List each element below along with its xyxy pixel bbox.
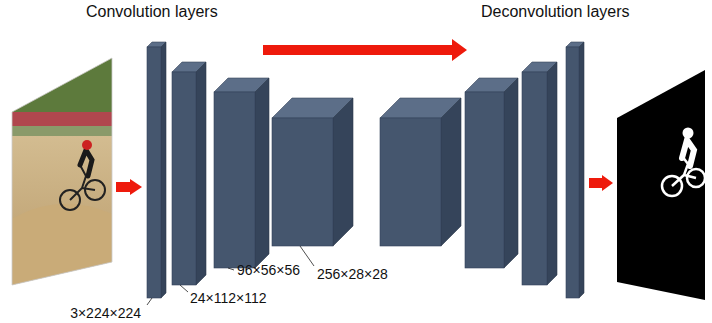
layer-block (272, 98, 353, 246)
input-photo (10, 50, 115, 290)
layer-blocks (147, 42, 584, 298)
photo-mound (10, 204, 115, 290)
photo-track (10, 112, 115, 126)
block-front (380, 118, 441, 246)
photo-grass (10, 126, 115, 136)
dimension-label: 3×224×224 (70, 305, 141, 321)
flow-arrow (116, 179, 142, 195)
photo-trees (10, 50, 115, 115)
mask-head (683, 128, 694, 139)
block-side (161, 42, 166, 298)
layer-block (214, 78, 269, 268)
layer-block (522, 62, 557, 285)
block-side (504, 78, 518, 268)
section-heading: Deconvolution layers (481, 3, 630, 21)
leader-line (147, 298, 152, 305)
block-side (579, 42, 584, 298)
block-front (566, 47, 579, 298)
leader-line (300, 246, 314, 266)
layer-block (380, 98, 461, 246)
output-mask (617, 70, 705, 300)
photo-helmet (82, 140, 92, 150)
red-arrows (116, 39, 613, 195)
block-side (441, 98, 461, 246)
section-heading: Convolution layers (86, 3, 218, 21)
block-front (172, 72, 196, 285)
dimension-label: 96×56×56 (237, 262, 300, 278)
dimension-label: 256×28×28 (317, 266, 388, 282)
photo-sand (10, 50, 115, 290)
mask-rider (682, 140, 694, 166)
block-front (272, 118, 333, 246)
mask-ground (617, 70, 705, 300)
block-side (255, 78, 269, 268)
block-front (214, 92, 255, 268)
leader-line (228, 268, 234, 270)
block-side (333, 98, 353, 246)
dimension-label: 24×112×112 (190, 290, 267, 306)
block-front (522, 72, 547, 285)
layer-block (147, 42, 166, 298)
leader-line (180, 285, 188, 292)
flow-arrow (263, 39, 467, 61)
layer-block (465, 78, 518, 268)
block-side (196, 62, 206, 285)
block-front (147, 47, 161, 298)
layer-block (172, 62, 206, 285)
block-front (465, 92, 504, 268)
block-side (547, 62, 557, 285)
photo-border (12, 58, 112, 285)
photo-rider (80, 150, 92, 176)
layer-block (566, 42, 584, 298)
flow-arrow (589, 175, 613, 191)
